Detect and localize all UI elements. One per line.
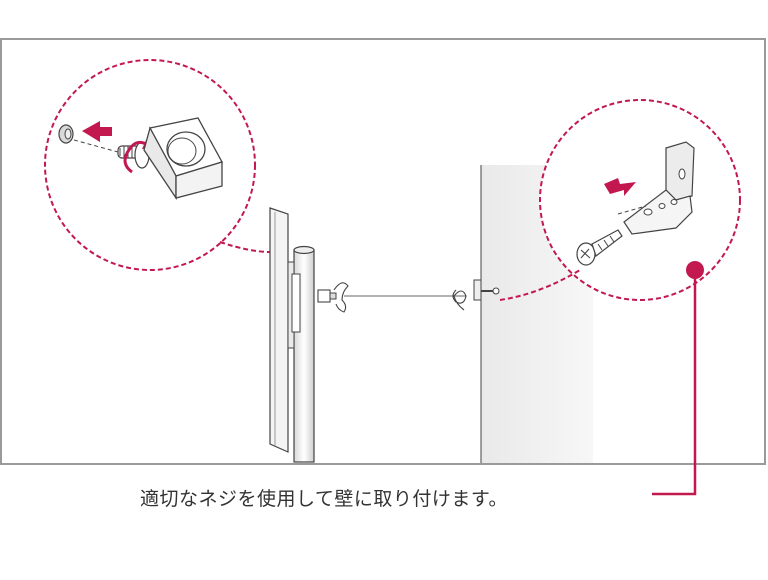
arrow-icon: [82, 121, 112, 142]
wall-anchor-icon: [58, 124, 74, 144]
rotate-arrow-icon: [123, 140, 147, 174]
wall-bracket-knot: [452, 279, 500, 311]
callout-leader: [652, 261, 704, 496]
l-bracket-icon: [623, 141, 695, 235]
screw-icon: [576, 229, 623, 266]
detail-circle-left: [44, 59, 271, 271]
instruction-caption: 適切なネジを使用して壁に取り付けます。: [140, 488, 509, 510]
arrow-icon: [604, 178, 636, 196]
illustration-frame: [0, 38, 766, 465]
knob-bolt-icon: [317, 282, 349, 313]
knob-block: [143, 117, 223, 201]
monitor-panel: [269, 207, 301, 453]
